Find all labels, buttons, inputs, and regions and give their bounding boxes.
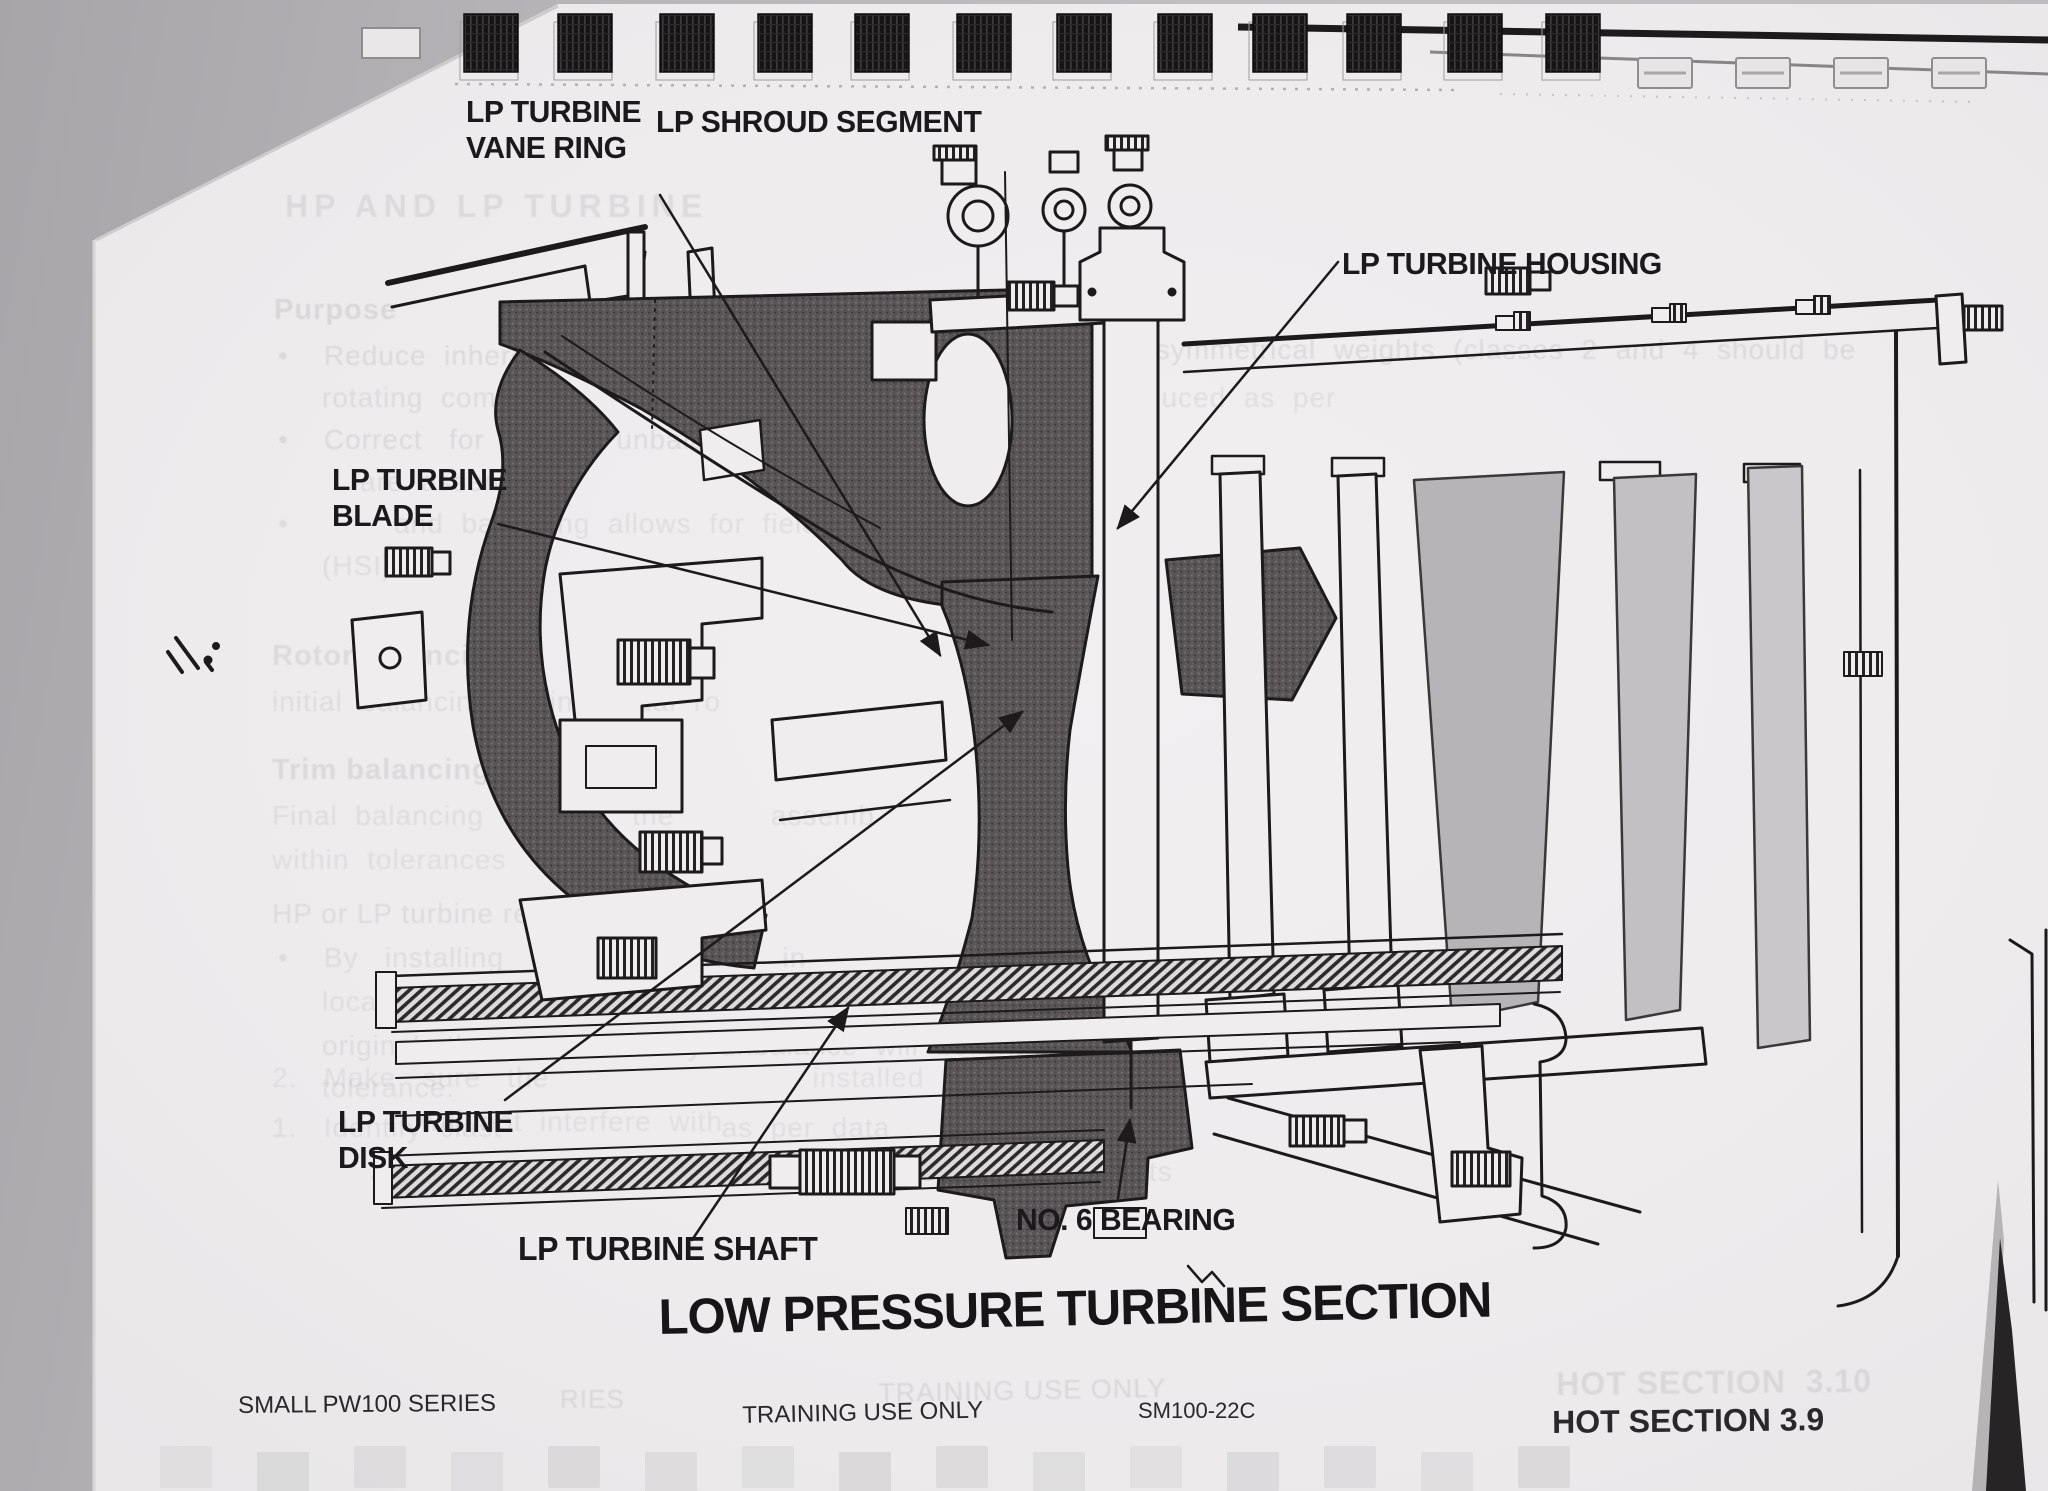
binding-hole: [659, 13, 715, 73]
ghost-bleedthrough-line: RIES: [560, 1384, 625, 1414]
binding-hole: [1056, 13, 1112, 73]
label-lp-turbine-shaft: LP TURBINE SHAFT: [518, 1230, 818, 1267]
binding-holes-row: [361, 13, 1987, 89]
binding-hole-ghost: [1324, 1446, 1376, 1488]
binding-holes-ghost-row: [160, 1446, 1570, 1491]
binding-hole-ghost: [160, 1446, 212, 1488]
ghost-bleedthrough-line: Purpose: [274, 294, 398, 326]
footer-series: SMALL PW100 SERIES: [238, 1389, 497, 1419]
binding-hole-ghost: [257, 1452, 309, 1491]
binding-hole-ghost: [645, 1452, 697, 1491]
binding-hole-ghost: [1421, 1452, 1473, 1491]
binding-hole-ghost: [451, 1452, 503, 1491]
binding-hole-ghost: [1518, 1446, 1570, 1488]
binding-hole: [1157, 13, 1213, 73]
lp-turbine-housing-case: [1181, 292, 2048, 1312]
binding-hole: [956, 13, 1012, 73]
binding-hole-ghost: [1033, 1452, 1085, 1491]
label-lp-shroud-segment: LP SHROUD SEGMENT: [656, 104, 982, 139]
binding-hole-ghost: [548, 1446, 600, 1488]
binding-hole: [557, 13, 613, 73]
callout-leader-lines: [496, 171, 1340, 1242]
shroud-vane-details: [543, 299, 1054, 614]
binding-hole: [1545, 13, 1601, 73]
ink-squiggle: [166, 636, 220, 674]
book-edge-shadow-bottom-right: [1972, 1180, 2026, 1491]
label-no6-bearing: NO. 6 BEARING: [1016, 1202, 1236, 1237]
exhaust-duct-inlet: [385, 224, 718, 342]
binding-hole: [1447, 13, 1503, 73]
rear-bearing-brackets: [1288, 1002, 1568, 1250]
label-lp-turbine-disk: LP TURBINE DISK: [338, 1104, 514, 1175]
binding-hole: [463, 13, 519, 73]
footer-training: TRAINING USE ONLY: [742, 1396, 984, 1429]
binding-hole-ghost: [742, 1446, 794, 1488]
binding-hole-ghost: [1130, 1446, 1182, 1488]
ghost-bleedthrough-line: (HSI): [322, 550, 393, 581]
binding-hole-ghost: [1227, 1452, 1279, 1491]
footer-doc-code: SM100-22C: [1138, 1398, 1256, 1423]
binding-hole: [1346, 13, 1402, 73]
binding-hole-ghost: [354, 1446, 406, 1488]
footer-section: HOT SECTION 3.9: [1552, 1401, 1825, 1440]
binding-hole-ghost: [936, 1446, 988, 1488]
binding-hole-outline: [361, 27, 421, 59]
binding-hole: [854, 13, 910, 73]
binding-hole: [757, 13, 813, 73]
lp-shaft-assembly: [373, 932, 1564, 1288]
binding-hole-ghost: [839, 1452, 891, 1491]
diagram-linework: [166, 134, 2048, 1312]
ghost-bleedthrough-line: 2. Make sure the installed: [272, 1062, 925, 1093]
shroud-bolt: [1006, 266, 1552, 312]
bearing-housing-machinery: [350, 546, 952, 1002]
label-lp-turbine-housing: LP TURBINE HOUSING: [1342, 246, 1662, 281]
binding-hole: [1252, 13, 1308, 73]
center-support-strut: [1078, 226, 1186, 1110]
ghost-bleedthrough-line: 1. Identify clast as per data: [272, 1112, 891, 1143]
ghost-bleedthrough-line: HP AND LP TURBINE: [285, 188, 709, 224]
label-lp-turbine-vane-ring: LP TURBINE VANE RING: [466, 94, 642, 165]
ghost-bleedthrough-line: within tolerances: [272, 844, 507, 875]
ghost-bleedthrough-line: Trim balancing: [272, 754, 491, 786]
label-lp-turbine-blade: LP TURBINE BLADE: [332, 462, 508, 533]
ghost-bleedthrough-line: HP or LP turbine re: [272, 898, 530, 929]
